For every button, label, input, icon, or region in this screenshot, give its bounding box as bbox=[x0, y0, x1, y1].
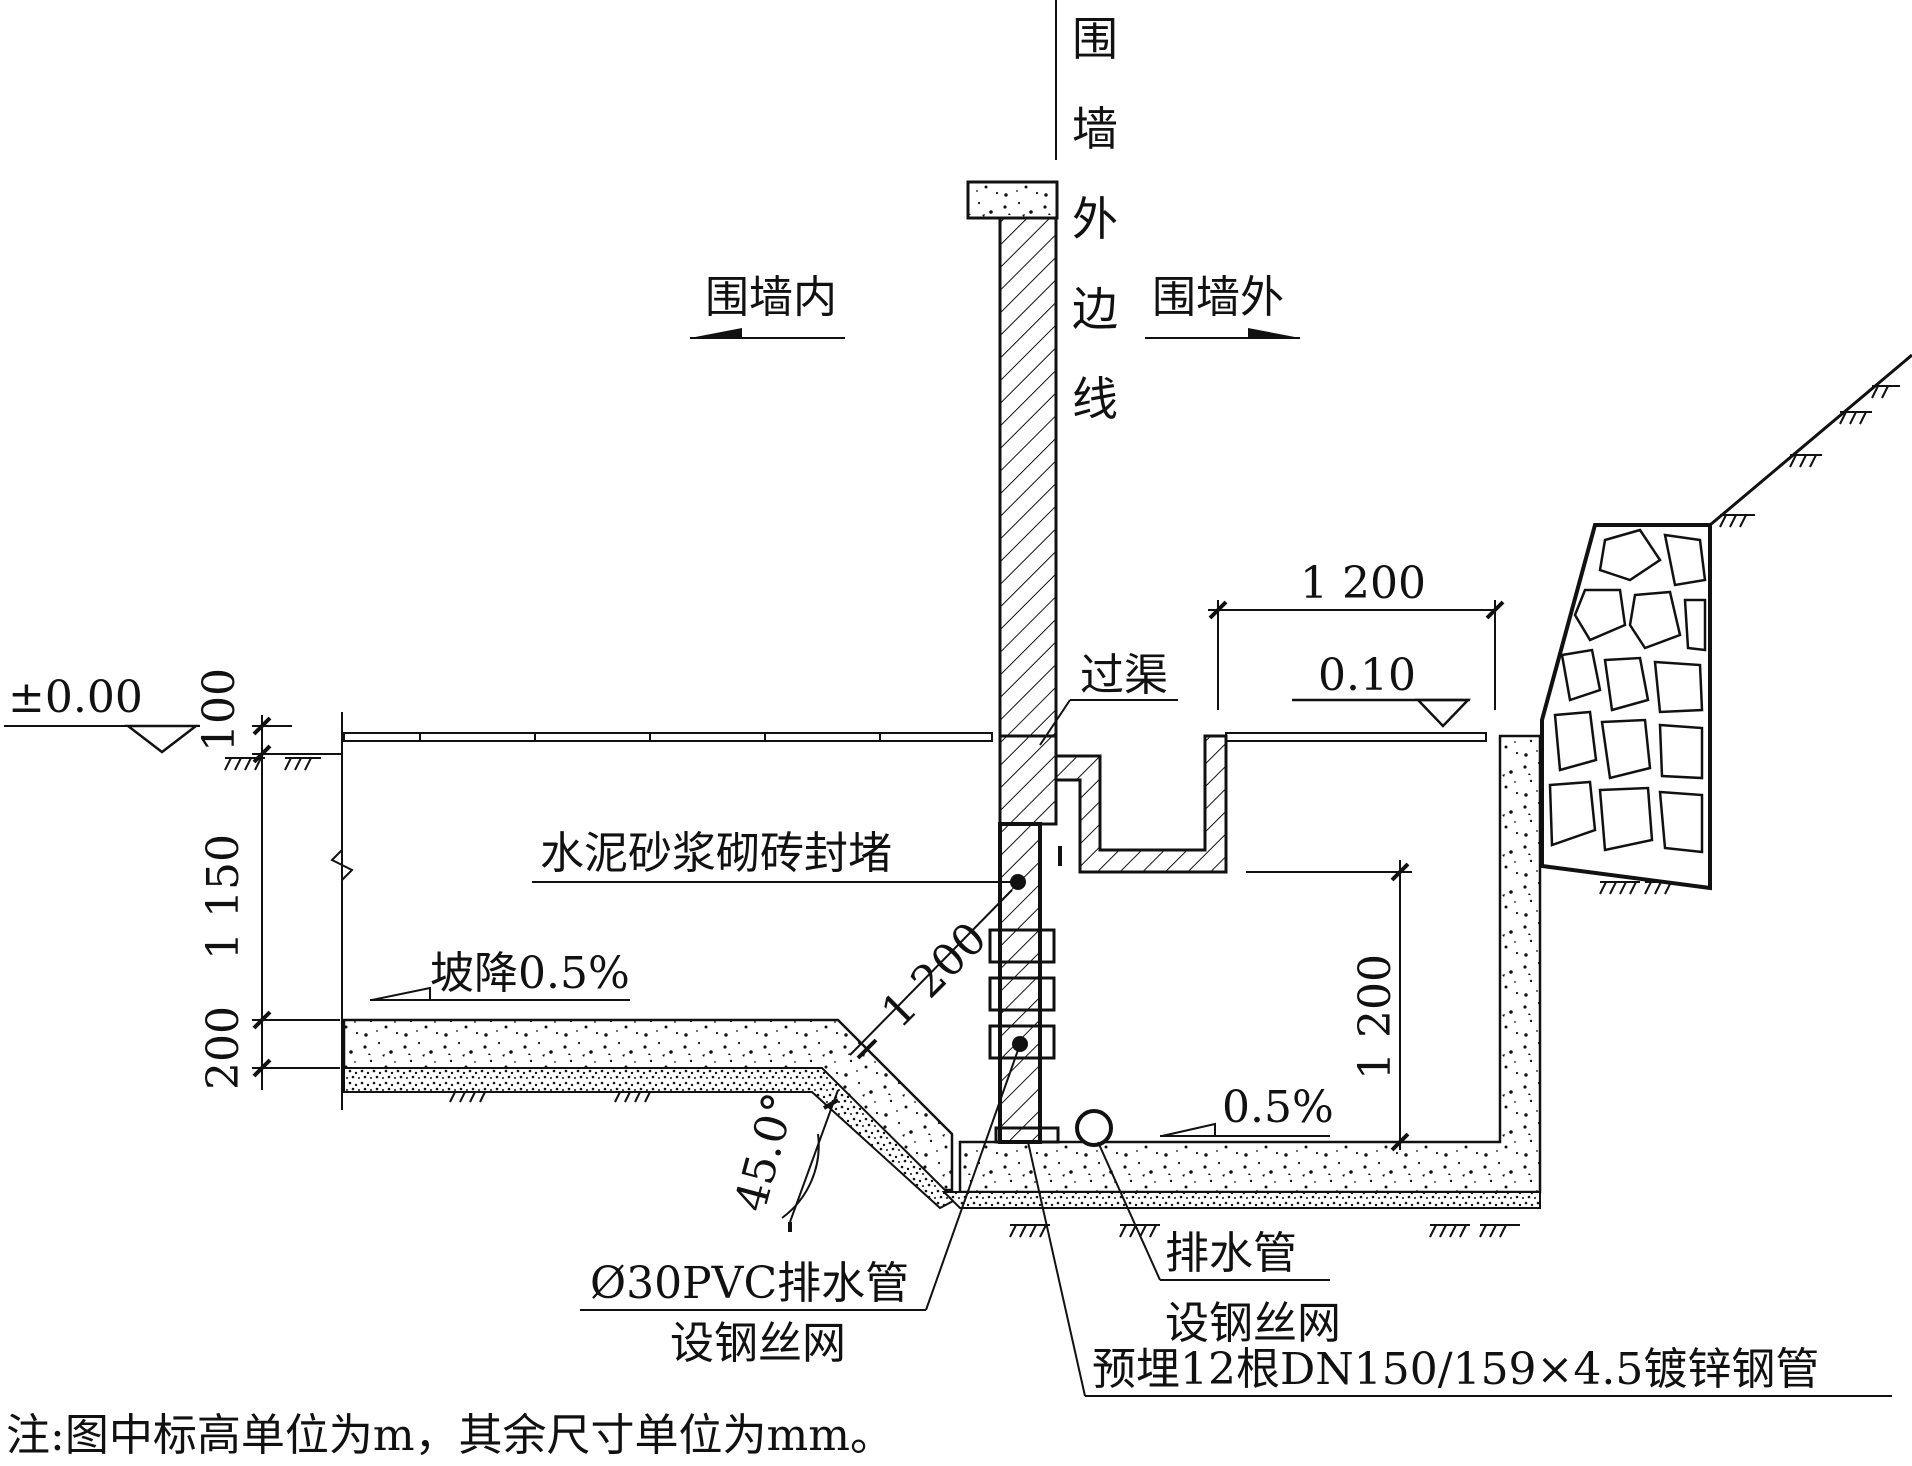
slope-left-mark: 坡降0.5% bbox=[370, 948, 630, 1001]
outside-wall-label: 围墙外 bbox=[1152, 272, 1284, 323]
left-drain-base bbox=[342, 1018, 957, 1210]
dimension-diagonal-label: 1 200 bbox=[872, 913, 997, 1038]
dimension-top-width bbox=[1208, 600, 1505, 710]
dimension-left-1150: 1 150 bbox=[198, 834, 249, 960]
stone-retaining-wall bbox=[1540, 353, 1912, 891]
drain-pipe-circle bbox=[1075, 1109, 1113, 1147]
dimension-right-depth-label: 1 200 bbox=[1350, 954, 1401, 1080]
wire-mesh-left-label: 设钢丝网 bbox=[670, 1318, 846, 1369]
dimension-diagonal bbox=[849, 889, 1013, 1060]
slope-left-label: 坡降0.5% bbox=[430, 948, 630, 999]
dimension-left-chain bbox=[252, 715, 340, 1090]
dimension-angle bbox=[781, 1089, 839, 1232]
dimension-top-width-label: 1 200 bbox=[1300, 558, 1426, 609]
inside-wall-label: 围墙内 bbox=[705, 272, 837, 323]
pipe-dot-bottom bbox=[1012, 1036, 1028, 1052]
wall-outer-line-label: 围 墙 外 边 线 bbox=[1072, 12, 1118, 426]
elevation-ground: ±0.00 bbox=[8, 672, 200, 754]
seal-label: 水泥砂浆砌砖封堵 bbox=[540, 828, 892, 879]
boundary-wall bbox=[966, 180, 1059, 826]
wall-outer-line-char-1: 围 bbox=[1072, 12, 1118, 66]
units-note: 注:图中标高单位为m，其余尺寸单位为mm。 bbox=[6, 1410, 894, 1461]
crossing-channel-callout: 过渠 bbox=[1039, 650, 1178, 746]
dimension-left-200: 200 bbox=[198, 1006, 249, 1090]
wall-outer-line-char-3: 外 bbox=[1072, 192, 1118, 246]
embedded-pipes-callout: 预埋12根DN150/159×4.5镀锌钢管 bbox=[1027, 1141, 1892, 1397]
elevation-ground-label: ±0.00 bbox=[8, 672, 143, 723]
ground-surface bbox=[4, 712, 1487, 1110]
slope-right-mark: 0.5% bbox=[1160, 1082, 1334, 1137]
elevation-channel-top: 0.10 bbox=[1292, 650, 1471, 728]
seal-callout: 水泥砂浆砌砖封堵 bbox=[532, 828, 1062, 883]
drain-pipe-callout: 排水管 设钢丝网 bbox=[1097, 1141, 1341, 1349]
wall-outer-line-char-2: 墙 bbox=[1072, 102, 1118, 156]
inside-wall-indicator: 围墙内 bbox=[690, 272, 845, 339]
outside-wall-indicator: 围墙外 bbox=[1145, 272, 1300, 339]
elevation-channel-top-label: 0.10 bbox=[1318, 650, 1416, 701]
dimension-angle-label: 45.0° bbox=[725, 1088, 805, 1217]
dimension-right-depth bbox=[1246, 860, 1412, 1152]
embedded-pipes-label: 预埋12根DN150/159×4.5镀锌钢管 bbox=[1092, 1344, 1819, 1395]
wall-outer-line-char-4: 边 bbox=[1072, 282, 1118, 336]
pipe-dot-top bbox=[1010, 874, 1026, 890]
wall-outer-line-char-5: 线 bbox=[1072, 372, 1118, 426]
dimension-left-100: 100 bbox=[194, 668, 245, 752]
arrow-left-icon bbox=[690, 328, 742, 338]
drain-pipe-label: 排水管 bbox=[1165, 1228, 1297, 1279]
slope-right-label: 0.5% bbox=[1222, 1082, 1334, 1133]
pvc-pipe-label: Ø30PVC排水管 bbox=[590, 1258, 909, 1309]
wire-mesh-right-label: 设钢丝网 bbox=[1165, 1298, 1341, 1349]
crossing-channel-label: 过渠 bbox=[1080, 650, 1168, 701]
arrow-right-icon bbox=[1248, 328, 1300, 338]
pvc-pipe-callout: Ø30PVC排水管 设钢丝网 bbox=[580, 1049, 1019, 1369]
brick-seal bbox=[988, 822, 1060, 1144]
crossing-channel bbox=[1054, 734, 1228, 874]
